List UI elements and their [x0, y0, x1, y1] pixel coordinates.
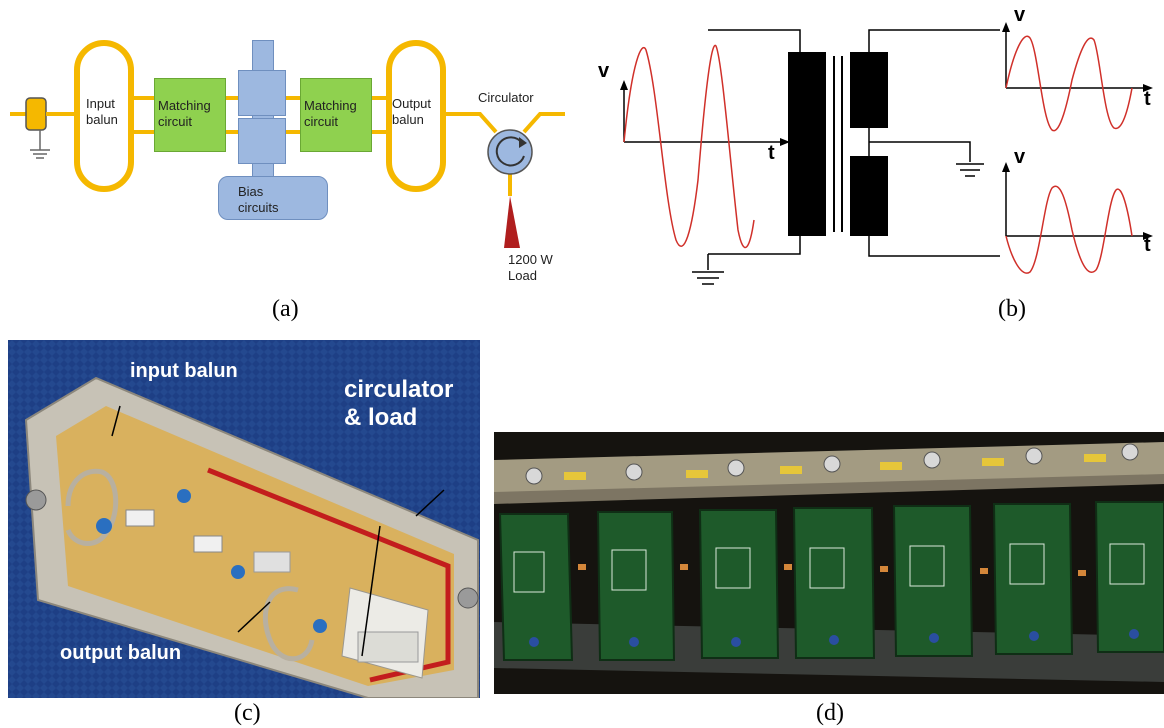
- v-label-top: v: [1014, 4, 1026, 26]
- t-label-bottom: t: [1144, 234, 1151, 256]
- pcb-board-3: [698, 509, 780, 659]
- output-balun-label: Output balun: [392, 96, 432, 127]
- pcb-board-5: [892, 505, 974, 657]
- panel-a: Input balun Matching circuit Bias circui…: [0, 0, 580, 330]
- bias-circuits-block: [218, 176, 328, 220]
- caption-b: (b): [998, 296, 1026, 322]
- panel-c-photo: input balun circulator & load output bal…: [8, 340, 480, 698]
- transistor-top: [238, 70, 286, 116]
- circulator-load-photo-label: circulator & load: [344, 376, 454, 431]
- output-sine-wave-top: [1005, 35, 1133, 132]
- output-sine-wave-bottom: [1005, 185, 1133, 274]
- load-icon: [504, 196, 520, 248]
- pcb-board-7: [1094, 501, 1164, 653]
- secondary-coil-bottom: [850, 156, 888, 236]
- matching-circuit-left: [154, 78, 226, 152]
- secondary-coil-top: [850, 52, 888, 128]
- bias-circuits-label: Bias circuits: [238, 184, 279, 215]
- output-balun-loop: [386, 40, 446, 192]
- panel-d-photo: [494, 432, 1164, 694]
- amplifier-module-photo: [8, 340, 480, 698]
- t-label-left: t: [768, 142, 775, 164]
- pcb-board-6: [992, 503, 1074, 655]
- caption-d: (d): [816, 700, 844, 726]
- pcb-board-4: [792, 507, 876, 659]
- circulator-label: Circulator: [478, 90, 534, 105]
- input-balun-label: Input balun: [86, 96, 118, 127]
- pcb-board-1: [498, 513, 574, 661]
- input-connector-icon: [25, 97, 47, 131]
- matching-circuit-right-label: Matching circuit: [304, 98, 357, 129]
- t-label-top: t: [1144, 88, 1151, 110]
- input-balun-loop: [74, 40, 134, 192]
- input-sine-wave: [623, 44, 755, 249]
- v-label-left: v: [598, 60, 610, 82]
- matching-circuit-left-label: Matching circuit: [158, 98, 211, 129]
- transistor-block: [252, 40, 274, 194]
- v-label-bottom: v: [1014, 146, 1026, 168]
- amplifier-rack-photo: [494, 432, 1164, 694]
- transistor-bottom: [238, 118, 286, 164]
- matching-circuit-right: [300, 78, 372, 152]
- caption-c: (c): [234, 700, 261, 726]
- input-balun-photo-label: input balun: [130, 360, 238, 382]
- output-balun-photo-label: output balun: [60, 642, 182, 664]
- panel-b-transformer-diagram: [620, 22, 1153, 285]
- primary-coil: [788, 52, 826, 236]
- caption-a: (a): [272, 296, 299, 322]
- load-label: 1200 W Load: [508, 252, 553, 283]
- panel-a-wiring: [10, 96, 565, 248]
- pcb-board-2: [596, 511, 676, 661]
- panel-b: v t v t v t (b): [580, 0, 1164, 330]
